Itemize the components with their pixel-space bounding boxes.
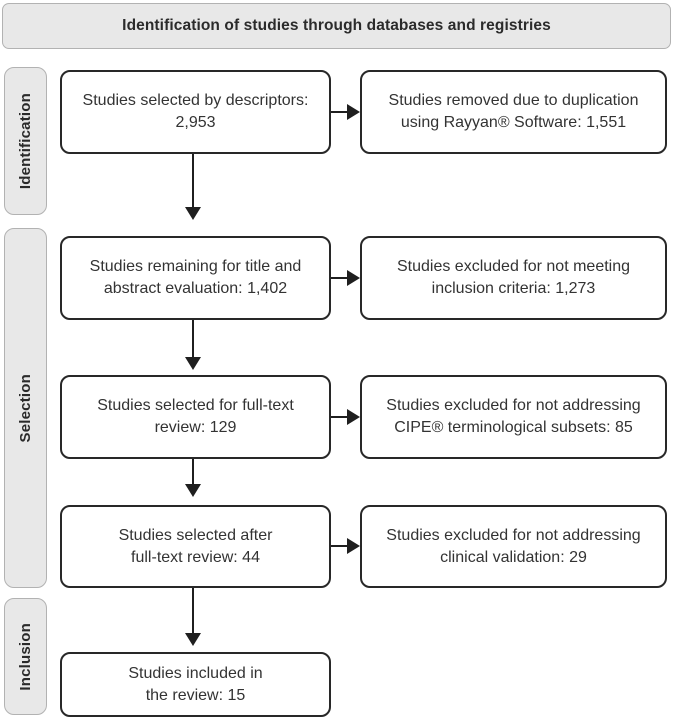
- box-text-line: CIPE® terminological subsets: 85: [394, 419, 633, 436]
- box-excluded-cipe-subsets: Studies excluded for not addressing CIPE…: [360, 375, 667, 459]
- box-studies-selected-by-descriptors: Studies selected by descriptors: 2,953: [60, 70, 331, 154]
- box-text-line: Studies selected for full-text: [97, 397, 294, 415]
- arrowhead: [347, 270, 360, 286]
- box-text-line: inclusion criteria: 1,273: [431, 280, 596, 297]
- phase-inclusion: Inclusion: [4, 598, 47, 715]
- right-arrow-icon: [331, 104, 360, 120]
- phase-selection-label: Selection: [17, 373, 34, 443]
- down-arrow-icon: [185, 320, 201, 370]
- box-text-line: Studies excluded for not meeting: [396, 258, 631, 276]
- phase-identification: Identification: [4, 67, 47, 215]
- box-selected-after-fulltext: Studies selected after full-text review:…: [60, 505, 331, 588]
- box-text-line: Studies selected by descriptors:: [82, 92, 309, 110]
- arrow-stem: [191, 459, 195, 484]
- box-text-line: review: 129: [154, 419, 237, 436]
- arrow-stem: [191, 588, 195, 633]
- diagram-title: Identification of studies through databa…: [122, 17, 551, 34]
- right-arrow-icon: [331, 409, 360, 425]
- arrow-stem: [331, 544, 347, 548]
- box-title-abstract-evaluation: Studies remaining for title and abstract…: [60, 236, 331, 320]
- arrowhead: [347, 538, 360, 554]
- box-excluded-inclusion-criteria: Studies excluded for not meeting inclusi…: [360, 236, 667, 320]
- box-text-line: Studies excluded for not addressing: [386, 526, 641, 544]
- down-arrow-icon: [185, 154, 201, 220]
- arrow-stem: [331, 415, 347, 419]
- box-text-line: Studies selected after: [118, 526, 273, 544]
- down-arrow-icon: [185, 588, 201, 646]
- arrowhead: [185, 633, 201, 646]
- box-text-line: Studies included in: [128, 664, 263, 682]
- down-arrow-icon: [185, 459, 201, 497]
- right-arrow-icon: [331, 270, 360, 286]
- right-arrow-icon: [331, 538, 360, 554]
- box-fulltext-review: Studies selected for full-text review: 1…: [60, 375, 331, 459]
- box-text-line: Studies excluded for not addressing: [386, 397, 641, 415]
- box-text-line: clinical validation: 29: [440, 548, 587, 566]
- box-studies-included: Studies included in the review: 15: [60, 652, 331, 717]
- diagram-header: Identification of studies through databa…: [2, 3, 671, 49]
- arrow-stem: [191, 154, 195, 207]
- phase-inclusion-label: Inclusion: [17, 622, 34, 691]
- box-text-line: Studies removed due to duplication: [388, 92, 639, 110]
- box-text-line: abstract evaluation: 1,402: [103, 280, 288, 297]
- box-text-line: the review: 15: [145, 686, 246, 704]
- arrow-stem: [191, 320, 195, 357]
- arrowhead: [185, 207, 201, 220]
- box-text-line: full-text review: 44: [131, 548, 260, 566]
- box-text-line: 2,953: [175, 114, 216, 131]
- phase-selection: Selection: [4, 228, 47, 588]
- arrowhead: [185, 357, 201, 370]
- box-text-line: using Rayyan® Software: 1,551: [400, 114, 627, 131]
- arrowhead: [185, 484, 201, 497]
- arrow-stem: [331, 110, 347, 114]
- box-duplicates-removed: Studies removed due to duplication using…: [360, 70, 667, 154]
- arrowhead: [347, 409, 360, 425]
- arrow-stem: [331, 276, 347, 280]
- box-excluded-clinical-validation: Studies excluded for not addressing clin…: [360, 505, 667, 588]
- phase-identification-label: Identification: [17, 92, 34, 190]
- arrowhead: [347, 104, 360, 120]
- box-text-line: Studies remaining for title and: [89, 258, 302, 276]
